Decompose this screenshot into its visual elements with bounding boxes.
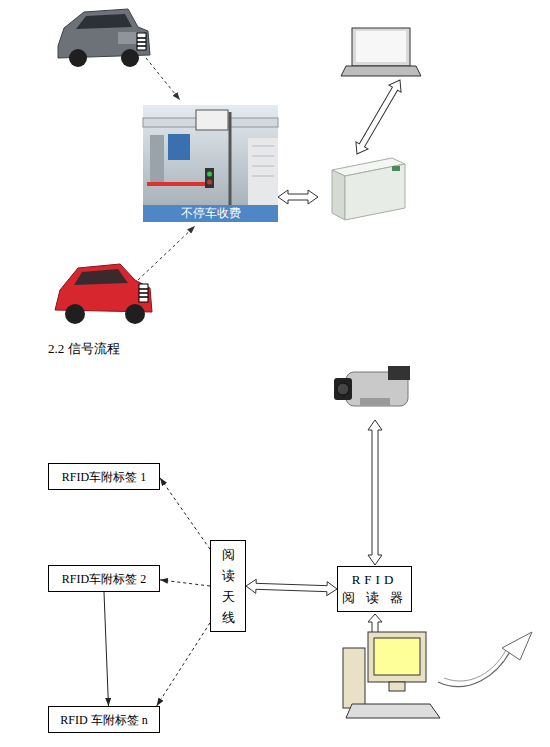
light: [207, 180, 212, 185]
reader-box: RFID 阅 读 器: [337, 566, 412, 612]
tag-box: RFID 车附标签 n: [48, 706, 160, 733]
device-front: [345, 164, 405, 220]
device-connector: [392, 166, 400, 171]
red-car: [55, 264, 152, 324]
antenna-box: 阅读天线: [210, 540, 246, 632]
lens-glass: [337, 383, 349, 395]
camera-screen: [388, 366, 410, 380]
photo-caption-band: 不停车收费: [143, 205, 278, 222]
car-wheel: [125, 304, 145, 324]
laptop-display: [356, 31, 406, 62]
rfid-tag-stripes: [139, 289, 148, 297]
laptop: [341, 28, 421, 76]
double-arrow: [246, 579, 337, 595]
double-arrow: [278, 190, 318, 204]
connector-arrow: [104, 592, 108, 706]
keyboard: [346, 704, 440, 718]
reader-device: [332, 158, 405, 220]
curved-arrow-line: [438, 648, 512, 687]
car-wheel: [69, 49, 87, 67]
connector-arrow: [160, 478, 210, 549]
tag-box: RFID车附标签 2: [48, 565, 160, 592]
dashed-arrow: [146, 58, 180, 100]
curved-arrow-head: [502, 632, 532, 660]
light: [207, 172, 212, 177]
display-screen: [196, 110, 228, 130]
car-wheel: [121, 49, 139, 67]
pole: [229, 112, 232, 205]
rfid-tag: [139, 284, 148, 302]
traffic-light: [205, 168, 214, 188]
suv-car: [58, 9, 150, 67]
node-text: 阅读天线: [221, 544, 235, 628]
device-side: [332, 170, 345, 220]
computer-tower: [343, 648, 365, 708]
car-window: [74, 269, 128, 285]
connector-arrow: [157, 623, 210, 706]
tag-box: RFID车附标签 1: [48, 463, 160, 490]
monitor-stand: [389, 682, 405, 691]
laptop-screen: [352, 28, 410, 66]
monitor-screen: [374, 638, 420, 675]
double-arrow: [351, 76, 406, 157]
double-arrow: [368, 420, 382, 565]
building-lines: [252, 146, 274, 176]
node-text: RFID 车附标签 n: [60, 712, 147, 728]
toll-gate-photo: [143, 105, 278, 222]
rfid-tag-stripes: [137, 38, 146, 46]
monitor: [368, 632, 426, 682]
node-text: 不停车收费: [181, 206, 241, 221]
camcorder: [334, 366, 410, 406]
toll-booth: [150, 135, 164, 185]
dashed-arrow: [138, 226, 195, 280]
barrier: [147, 182, 205, 186]
section-heading: 2.2 信号流程: [48, 340, 120, 358]
photo-background: [143, 105, 278, 222]
curved-arrow-line: [444, 650, 506, 681]
rfid-tag: [137, 33, 146, 50]
node-text: RFID车附标签 1: [62, 469, 146, 485]
car-window: [76, 14, 132, 29]
connector-arrow: [160, 580, 210, 586]
camera-lens: [334, 378, 352, 400]
car-body: [58, 9, 150, 58]
curved-arrow: [438, 632, 532, 687]
node-text: RFID车附标签 2: [62, 571, 146, 587]
node-text: RFID 阅 读 器: [341, 571, 409, 607]
car-wheel: [65, 304, 85, 324]
laptop-base: [341, 66, 421, 76]
computer: [343, 632, 440, 718]
camera-grip: [360, 398, 390, 406]
building: [248, 138, 278, 205]
sign-board: [168, 134, 190, 160]
